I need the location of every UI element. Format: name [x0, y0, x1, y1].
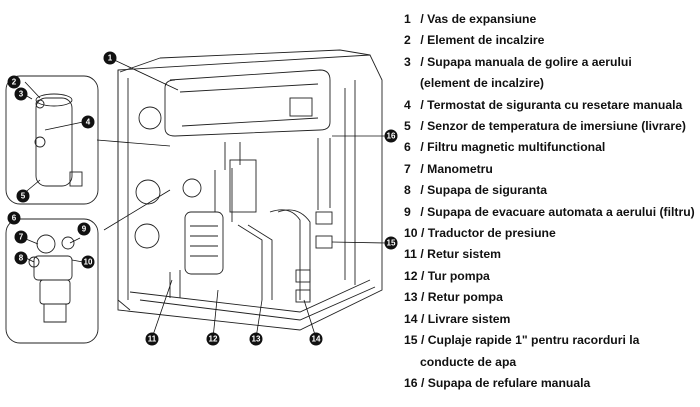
legend-item-15: 15 / Cuplaje rapide 1" pentru racorduri …	[404, 333, 640, 369]
svg-text:3: 3	[19, 90, 24, 99]
svg-text:8: 8	[19, 254, 24, 263]
callout-13: 13	[249, 332, 263, 346]
svg-text:15: 15	[387, 239, 396, 248]
svg-text:11: 11	[148, 335, 157, 344]
expansion-vessel	[164, 69, 331, 137]
callout-1: 1	[103, 51, 117, 65]
callout-12: 12	[206, 332, 220, 346]
legend-item-3: 3 / Supapa manuala de golire a aerului(e…	[404, 54, 632, 91]
callout-7: 7	[14, 230, 28, 244]
legend-item-11: 11 / Retur sistem	[404, 247, 501, 262]
legend-item-7: 7 / Manometru	[404, 161, 493, 176]
callout-9: 9	[77, 222, 91, 236]
legend-item-6: 6 / Filtru magnetic multifunctional	[404, 140, 606, 155]
callout-6: 6	[7, 211, 21, 225]
legend-item-10: 10 / Traductor de presiune	[404, 226, 556, 241]
callout-15: 15	[384, 236, 398, 250]
callout-11: 11	[145, 332, 159, 346]
pump-assembly	[169, 138, 333, 303]
svg-text:6: 6	[12, 214, 17, 223]
callout-14: 14	[309, 332, 323, 346]
callout-5: 5	[16, 189, 30, 203]
callout-2: 2	[7, 75, 21, 89]
legend-item-16: 16 / Supapa de refulare manuala	[404, 375, 591, 390]
legend-item-5: 5 / Senzor de temperatura de imersiune (…	[404, 119, 686, 134]
legend-item-1: 1 / Vas de expansiune	[404, 12, 537, 26]
svg-text:4: 4	[86, 118, 91, 127]
svg-text:7: 7	[19, 233, 24, 242]
svg-text:16: 16	[387, 132, 396, 141]
svg-text:2: 2	[12, 78, 17, 87]
leader-lines	[19, 57, 387, 339]
svg-text:9: 9	[82, 225, 87, 234]
legend-item-4: 4 / Termostat de siguranta cu resetare m…	[404, 97, 683, 112]
svg-text:13: 13	[252, 335, 261, 344]
legend-list: 1 / Vas de expansiune 2 / Element de inc…	[404, 9, 698, 394]
callout-3: 3	[14, 87, 28, 101]
callout-16: 16	[384, 129, 398, 143]
svg-text:5: 5	[21, 192, 26, 201]
callout-8: 8	[14, 251, 28, 265]
callout-4: 4	[81, 115, 95, 129]
legend-item-2: 2 / Element de incalzire	[404, 33, 545, 48]
cabinet	[117, 49, 383, 331]
unit-diagram: 1 2 3 4 5 6 7 8 9 10 11 12 13 14 15 16	[5, 49, 398, 346]
svg-text:1: 1	[108, 54, 113, 63]
legend-item-9: 9 / Supapa de evacuare automata a aerulu…	[404, 204, 695, 219]
legend-item-13: 13 / Retur pompa	[404, 290, 503, 305]
legend-item-12: 12 / Tur pompa	[404, 268, 490, 283]
svg-text:12: 12	[209, 335, 218, 344]
inset-magnetic-filter	[5, 218, 99, 344]
svg-text:10: 10	[84, 258, 93, 267]
callout-10: 10	[81, 255, 95, 269]
svg-text:14: 14	[312, 335, 321, 344]
legend-item-8: 8 / Supapa de siguranta	[404, 183, 548, 198]
legend-item-14: 14 / Livrare sistem	[404, 311, 511, 326]
